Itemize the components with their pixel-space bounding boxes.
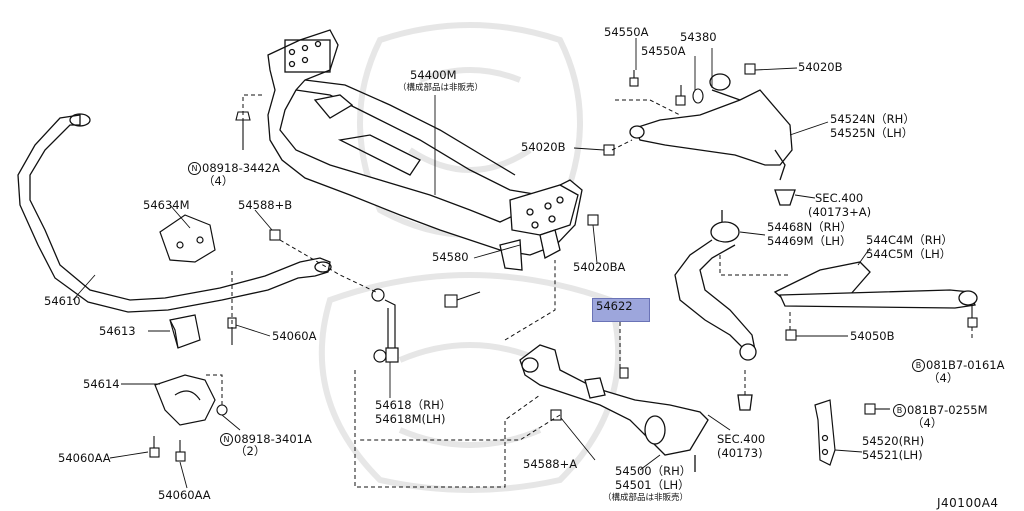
label-54060aa-bottom: 54060AA — [158, 488, 211, 502]
n-circle-icon: N — [220, 433, 233, 446]
clamp-54614 — [154, 374, 216, 426]
label-54469m: 54469M（LH） — [767, 234, 852, 248]
label-54618-rh: 54618（RH） — [375, 398, 452, 412]
label-54588b: 54588+B — [238, 198, 293, 212]
bracket-54634m — [159, 214, 216, 263]
label-54580: 54580 — [432, 250, 469, 264]
label-54622-highlighted[interactable]: 54622 — [592, 298, 650, 322]
label-54468n: 54468N（RH） — [767, 220, 852, 234]
note-54400m: （構成部品は非販売） — [398, 83, 484, 93]
label-54614: 54614 — [83, 377, 120, 391]
bushing-54613 — [169, 314, 201, 349]
qty-08918-3442a: （4） — [203, 174, 234, 188]
label-sec400-bottom-ref: (40173) — [717, 446, 763, 460]
knuckle-arm-54468n — [674, 210, 757, 411]
diagram-code: J40100A4 — [937, 496, 999, 510]
label-54020b-left: 54020B — [521, 140, 566, 154]
qty-08918-3401a: （2） — [235, 444, 266, 458]
dashed-guides — [205, 94, 973, 488]
label-54400m: 54400M — [410, 68, 457, 82]
label-544c4m: 544C4M（RH） — [866, 233, 953, 247]
label-sec400-top-ref: (40173+A) — [808, 205, 872, 219]
label-54524n: 54524N（RH） — [830, 112, 915, 126]
leader-lines — [72, 38, 871, 489]
label-sec400-top: SEC.400 — [815, 191, 864, 205]
label-54060aa-left: 54060AA — [58, 451, 111, 465]
label-54500: 54500（RH） — [615, 464, 692, 478]
label-54501: 54501（LH） — [615, 478, 690, 492]
label-54050b: 54050B — [850, 329, 895, 343]
label-54618m-lh: 54618M(LH) — [375, 412, 446, 426]
part-number: 08918-3442A — [202, 161, 280, 175]
label-54521: 54521(LH) — [862, 448, 923, 462]
label-54060a: 54060A — [272, 329, 317, 343]
stabilizer-bar-54610 — [17, 113, 332, 313]
note-54500: （構成部品は非販売） — [603, 493, 689, 503]
b-circle-icon: B — [893, 404, 906, 417]
label-54380: 54380 — [680, 30, 717, 44]
label-sec400-bottom: SEC.400 — [717, 432, 766, 446]
lower-arm-54500 — [519, 344, 709, 472]
label-544c5m: 544C5M（LH） — [866, 247, 952, 261]
label-54020b-top: 54020B — [798, 60, 843, 74]
stabilizer-link-54618 — [371, 288, 399, 363]
label-54610: 54610 — [44, 294, 81, 308]
lateral-link-544c4m — [773, 261, 978, 309]
label-54634m: 54634M — [143, 198, 190, 212]
qty-081b7-0161a: （4） — [928, 371, 959, 385]
label-54020ba: 54020BA — [573, 260, 626, 274]
label-54520: 54520(RH) — [862, 434, 925, 448]
label-54550a-1: 54550A — [604, 25, 649, 39]
label-54550a-2: 54550A — [641, 44, 686, 58]
crossmember-54400m — [267, 29, 583, 271]
bracket-54520 — [814, 399, 836, 466]
label-54613: 54613 — [99, 324, 136, 338]
qty-081b7-0255m: （4） — [912, 416, 943, 430]
n-circle-icon: N — [188, 162, 201, 175]
b-circle-icon: B — [912, 359, 925, 372]
upper-arm-54524n — [629, 73, 796, 206]
label-54525n: 54525N（LH） — [830, 126, 914, 140]
fasteners — [149, 63, 978, 462]
label-54588a: 54588+A — [523, 457, 578, 471]
part-number: 081B7-0255M — [907, 403, 988, 417]
part-number: 08918-3401A — [234, 432, 312, 446]
part-number: 081B7-0161A — [926, 358, 1005, 372]
